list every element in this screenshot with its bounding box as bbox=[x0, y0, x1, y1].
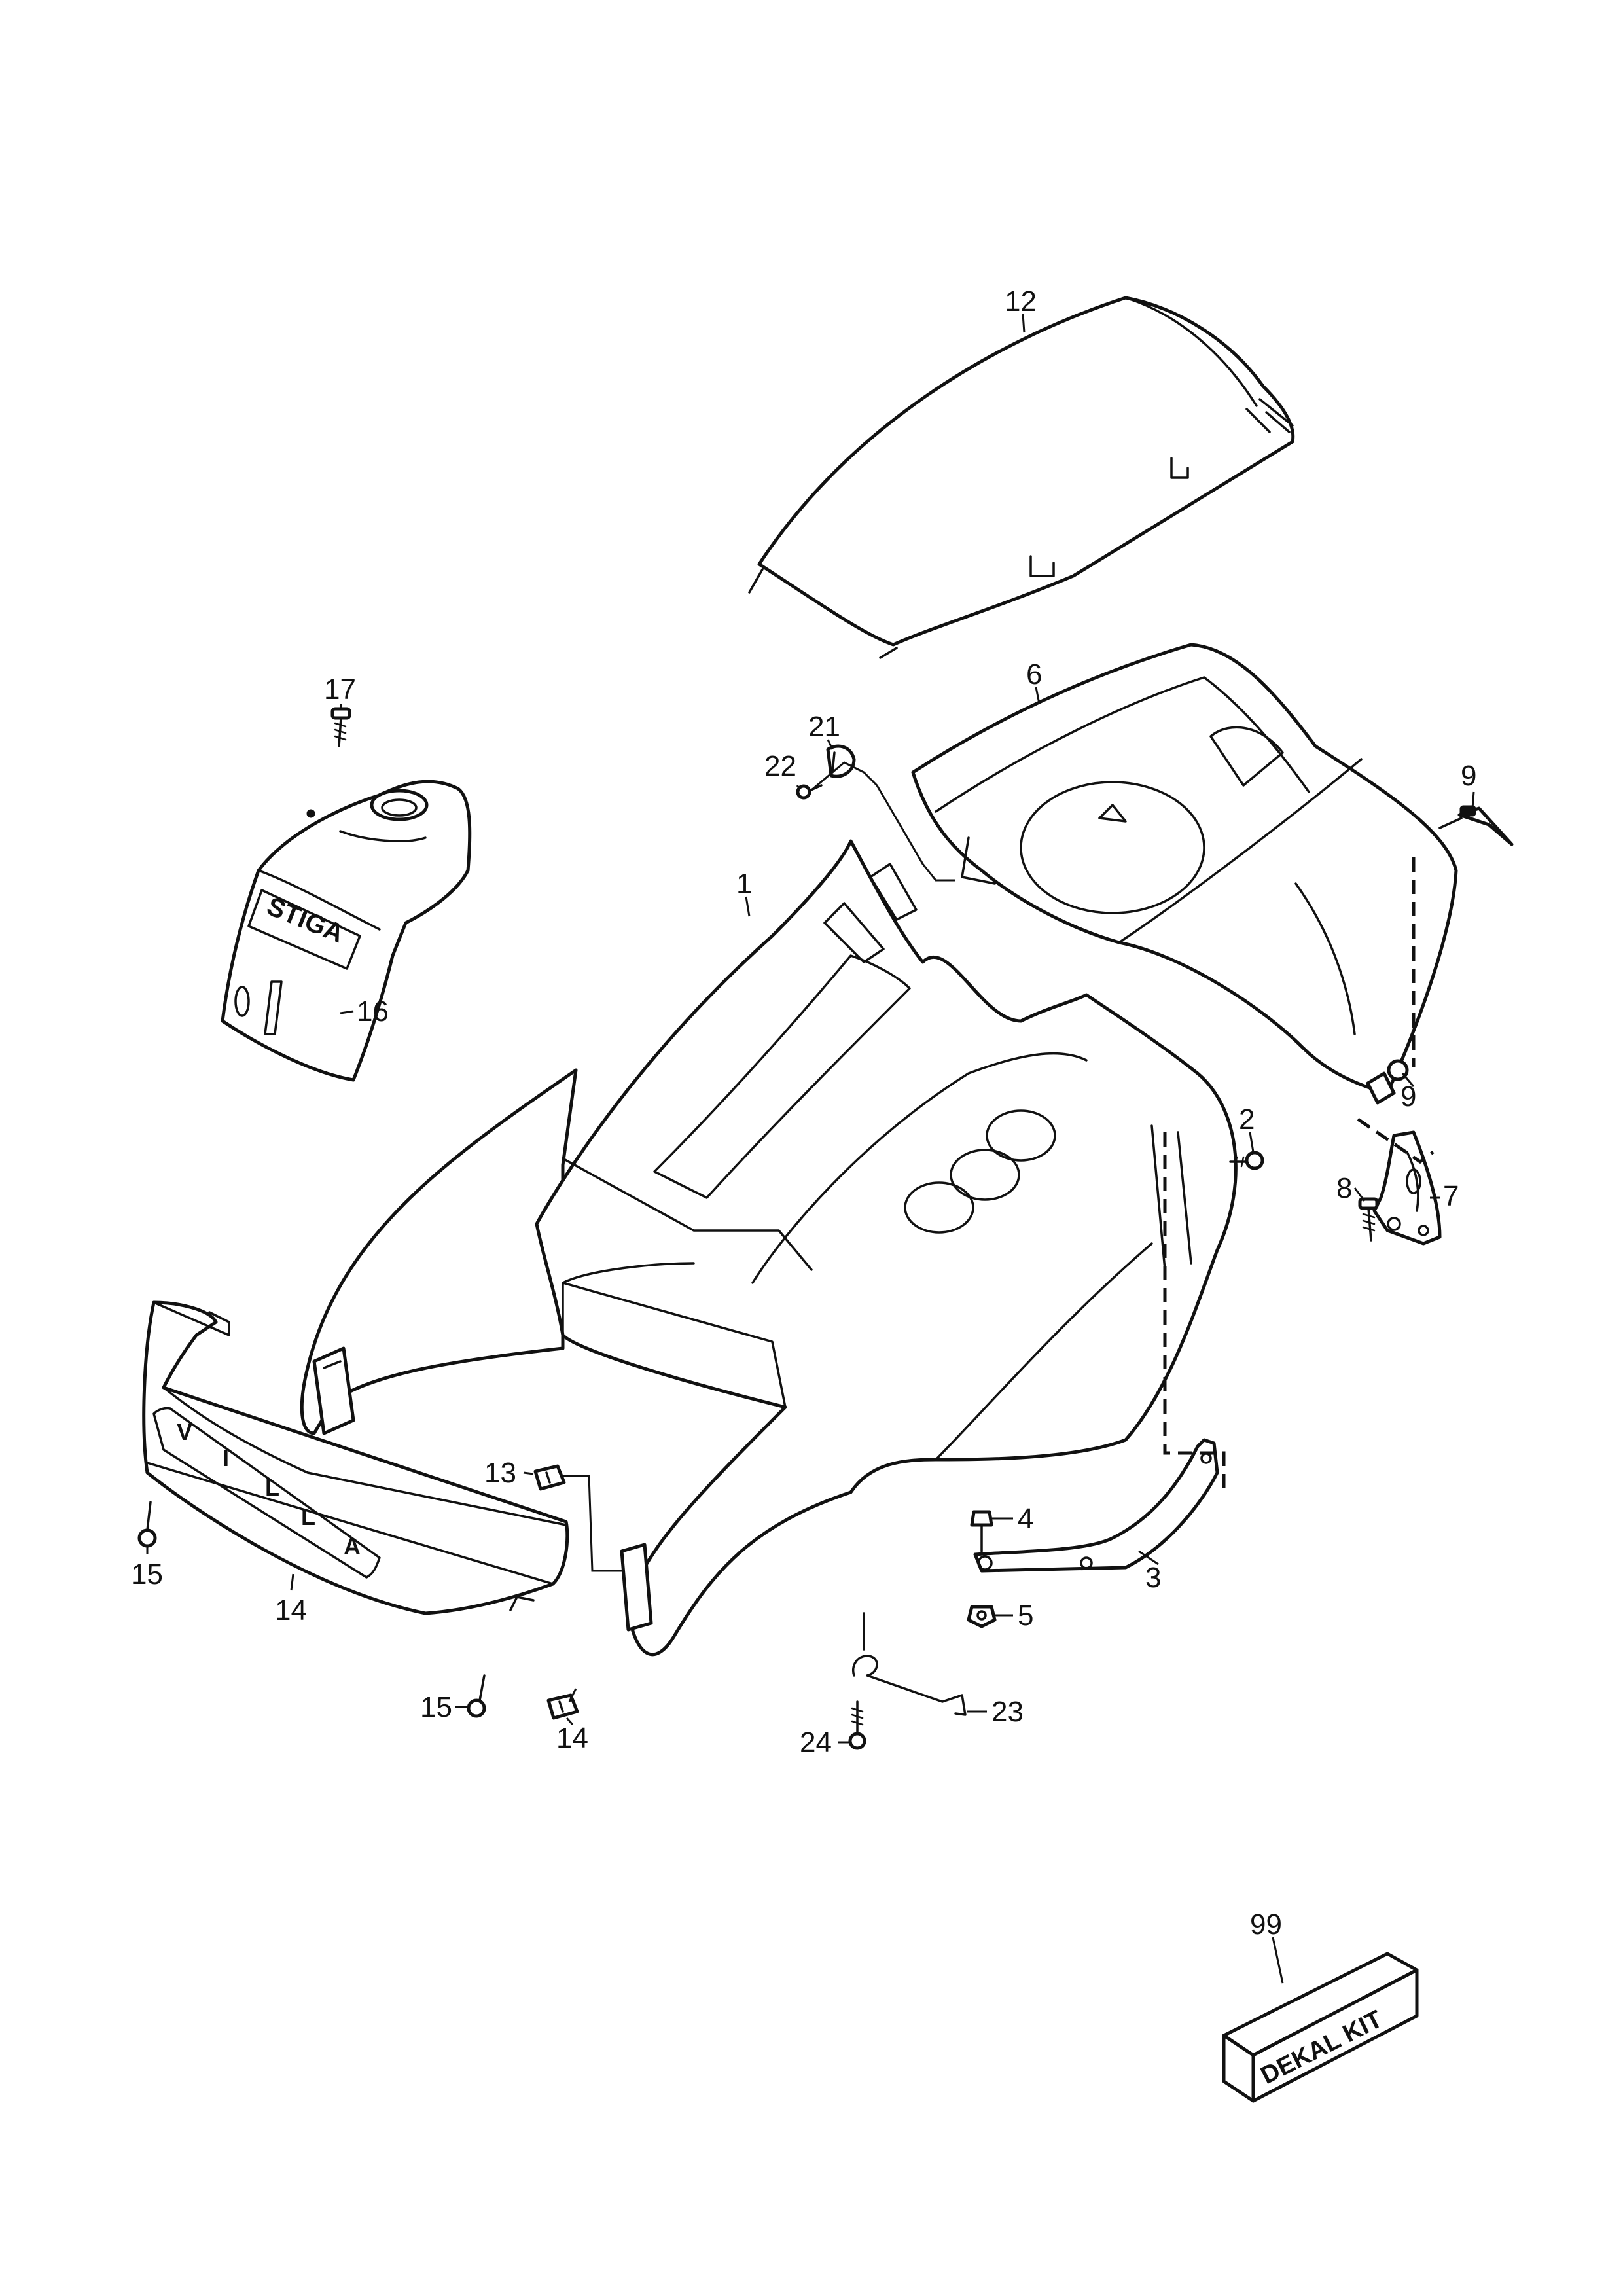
callout-24: 24 bbox=[800, 1727, 832, 1759]
callout-9-lower: 9 bbox=[1400, 1081, 1416, 1113]
callout-17: 17 bbox=[324, 673, 356, 706]
part-99-decal-kit: DEKAL KIT bbox=[1222, 1952, 1419, 2103]
part-7-hinge-bracket bbox=[1372, 1130, 1442, 1246]
fastener-14-clip-lower bbox=[546, 1693, 579, 1720]
bumper-letter-1: V bbox=[177, 1418, 192, 1445]
part-16-fuel-tank-cover: STIGA bbox=[221, 780, 472, 1082]
callout-99: 99 bbox=[1250, 1909, 1282, 1941]
fastener-8-screw bbox=[1358, 1197, 1379, 1242]
bumper-letter-5: A bbox=[344, 1533, 361, 1560]
callout-2: 2 bbox=[1239, 1103, 1255, 1136]
fastener-5-nut bbox=[967, 1605, 997, 1628]
assembly-guide-lines bbox=[563, 761, 1435, 1702]
fastener-22-screw bbox=[796, 784, 823, 800]
callout-leaders bbox=[146, 314, 1475, 1984]
callout-14-lower: 14 bbox=[556, 1722, 588, 1754]
callout-15-right: 15 bbox=[420, 1691, 452, 1723]
callout-9-upper: 9 bbox=[1461, 760, 1476, 792]
callout-labels: 12 6 1 17 21 22 9 9 16 2 7 8 4 5 3 13 14… bbox=[131, 285, 1476, 1941]
callout-3: 3 bbox=[1145, 1562, 1161, 1594]
callout-21: 21 bbox=[808, 711, 840, 743]
bumper-letter-3: L bbox=[265, 1474, 279, 1501]
fastener-2-screw bbox=[1229, 1151, 1264, 1170]
bumper-letter-4: L bbox=[301, 1503, 315, 1530]
callout-6: 6 bbox=[1026, 658, 1042, 691]
callout-15-left: 15 bbox=[131, 1558, 163, 1590]
callout-16: 16 bbox=[357, 996, 389, 1028]
callout-8: 8 bbox=[1336, 1172, 1352, 1204]
callout-12: 12 bbox=[1005, 285, 1037, 317]
part-1-main-body bbox=[300, 839, 1238, 1657]
callout-13: 14 bbox=[275, 1594, 307, 1626]
fastener-9-knob-upper bbox=[1438, 805, 1514, 846]
part-13-front-bumper: V I L L A bbox=[142, 1300, 569, 1615]
fastener-17-screw bbox=[330, 707, 351, 747]
fastener-9-knob-lower bbox=[1366, 1059, 1409, 1105]
fastener-14-clip-upper bbox=[533, 1464, 566, 1491]
callout-7: 7 bbox=[1443, 1180, 1459, 1212]
callout-14-upper: 13 bbox=[484, 1457, 516, 1489]
part-12-hood bbox=[748, 296, 1295, 659]
callout-1: 1 bbox=[736, 868, 752, 900]
fastener-24-screw bbox=[848, 1700, 866, 1750]
fastener-4-bolt bbox=[970, 1510, 993, 1552]
fastener-15-screw-right bbox=[467, 1674, 486, 1718]
callout-4: 4 bbox=[1018, 1503, 1033, 1535]
fastener-23-wire-clip bbox=[852, 1612, 967, 1716]
callout-22: 22 bbox=[764, 750, 796, 782]
callout-5: 5 bbox=[1018, 1600, 1033, 1632]
fastener-21-grommet bbox=[826, 744, 856, 778]
fastener-15-screw-left bbox=[137, 1501, 157, 1548]
part-6-rear-shroud bbox=[911, 643, 1458, 1095]
bumper-letter-2: I bbox=[223, 1444, 229, 1471]
callout-23: 23 bbox=[991, 1696, 1024, 1728]
